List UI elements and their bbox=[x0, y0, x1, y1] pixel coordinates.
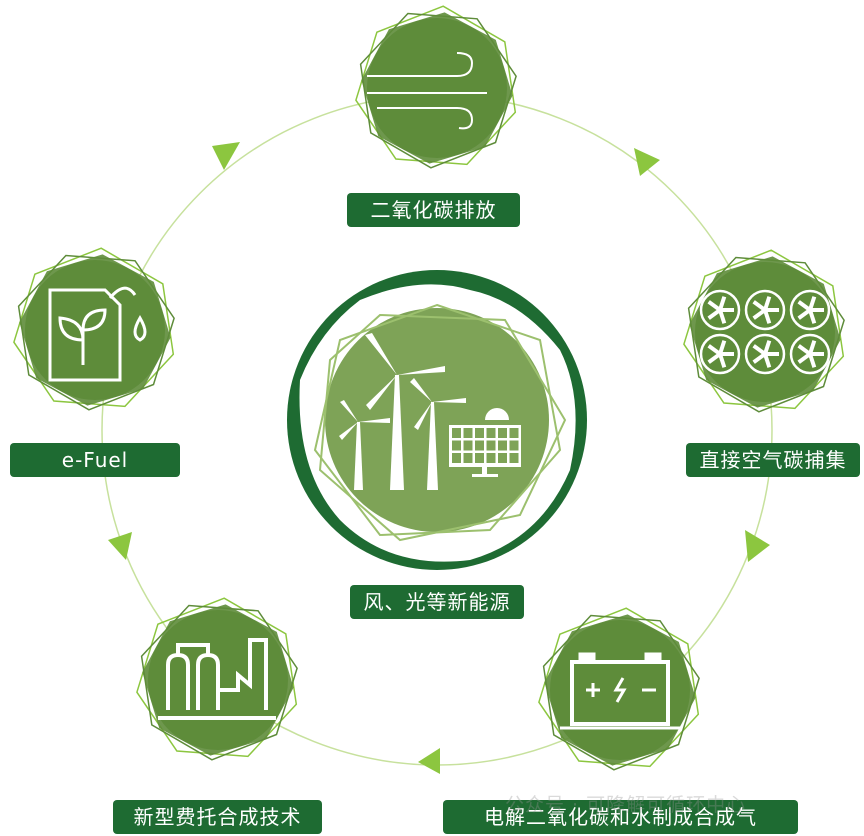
node-direct-air-capture bbox=[683, 249, 845, 413]
label-direct-air-capture: 直接空气碳捕集 bbox=[686, 443, 860, 477]
arrow-icon bbox=[634, 148, 660, 176]
label-center: 风、光等新能源 bbox=[350, 585, 524, 619]
cycle-arrows bbox=[108, 142, 770, 774]
fuel-can-icon bbox=[48, 286, 147, 382]
label-efuel: e-Fuel bbox=[10, 443, 180, 477]
battery-icon bbox=[560, 652, 680, 730]
solar-panel-icon bbox=[449, 408, 521, 477]
wind-icon bbox=[367, 52, 487, 130]
node-fischer-tropsch bbox=[136, 597, 298, 761]
node-electrolysis bbox=[538, 607, 700, 771]
node-co2-emission bbox=[355, 5, 517, 169]
wind-turbine-icon bbox=[339, 333, 466, 490]
watermark: 公众号 · 可降解可循环中心 bbox=[505, 794, 747, 816]
arrow-icon bbox=[212, 142, 240, 170]
center-globe bbox=[287, 270, 587, 570]
sun-icon bbox=[485, 408, 509, 420]
arrow-icon bbox=[108, 532, 132, 560]
label-fischer-tropsch: 新型费托合成技术 bbox=[113, 800, 322, 834]
label-co2-emission: 二氧化碳排放 bbox=[347, 193, 520, 227]
node-efuel bbox=[13, 247, 175, 411]
arrow-icon bbox=[418, 748, 440, 774]
fans-icon bbox=[699, 289, 831, 375]
arrow-icon bbox=[745, 530, 770, 562]
factory-icon bbox=[158, 638, 276, 720]
label-electrolysis: 电解二氧化碳和水制成合成气 bbox=[443, 800, 798, 834]
